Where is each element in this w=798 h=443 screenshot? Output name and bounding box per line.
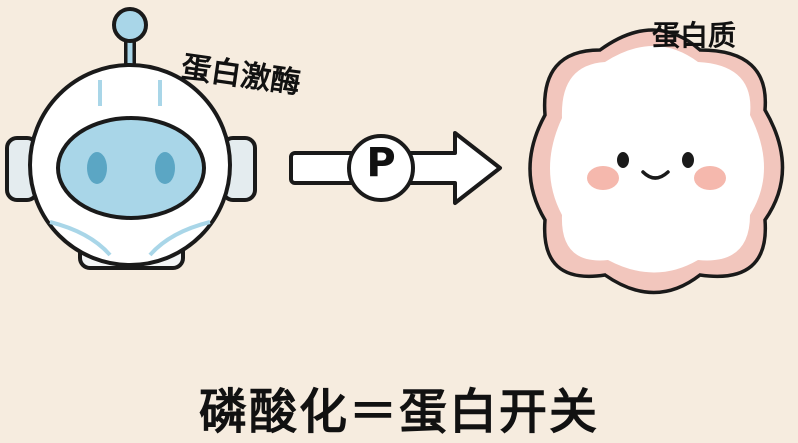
cloud-left-eye: [617, 152, 629, 168]
robot-left-eye: [87, 152, 107, 184]
phosphate-circle: [347, 134, 415, 202]
robot-kinase-illustration: [5, 7, 257, 270]
cloud-smile: [641, 170, 670, 180]
cloud-right-eye: [682, 152, 694, 168]
arrow-head: [403, 131, 502, 205]
robot-right-eye: [155, 152, 175, 184]
phosphate-label: P: [366, 140, 396, 186]
protein-cloud-illustration: [528, 28, 785, 295]
right-cheek: [694, 166, 726, 190]
left-cheek: [587, 166, 619, 190]
robot-visor: [56, 116, 206, 220]
antenna-ball: [112, 7, 148, 43]
protein-label: 蛋白质: [652, 19, 737, 52]
caption-text: 磷酸化＝蛋白开关: [198, 384, 599, 440]
phosphorylation-arrow: [289, 131, 502, 205]
